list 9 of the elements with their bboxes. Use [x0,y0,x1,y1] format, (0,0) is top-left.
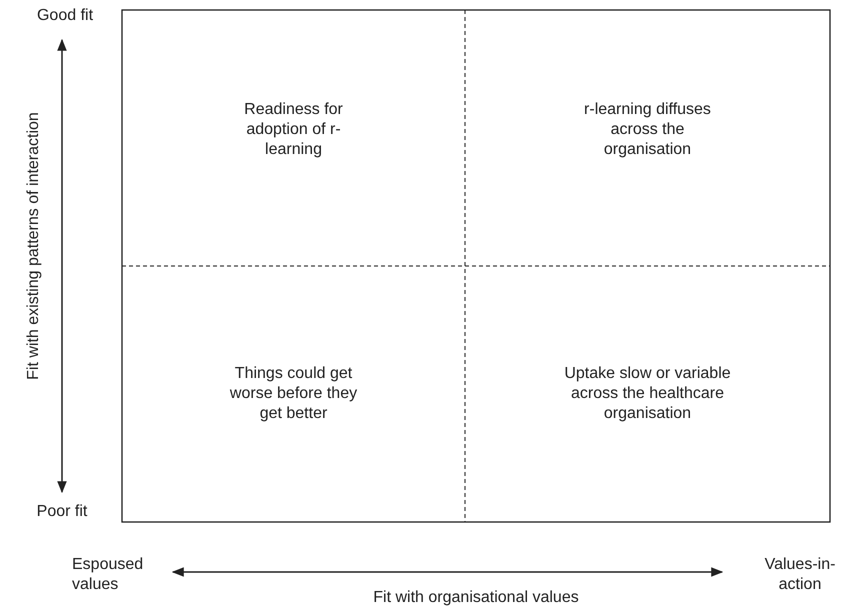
quadrant-text: Uptake slow or variable across the healthcare organisation [555,364,740,424]
quadrant-text: r-learning diffuses across the organisation [572,100,722,160]
axis-label: Values-in-action [764,555,836,595]
axis-label: Good fit [36,6,94,26]
quadrant-text: Readiness for adoption of r-learning [238,100,350,160]
axis-label: Fit with organisational values [372,588,580,608]
quadrant-text: Things could get worse before they get better [226,364,361,424]
axis-label: Espoused values [72,555,144,595]
axis-label: Poor fit [36,502,88,522]
